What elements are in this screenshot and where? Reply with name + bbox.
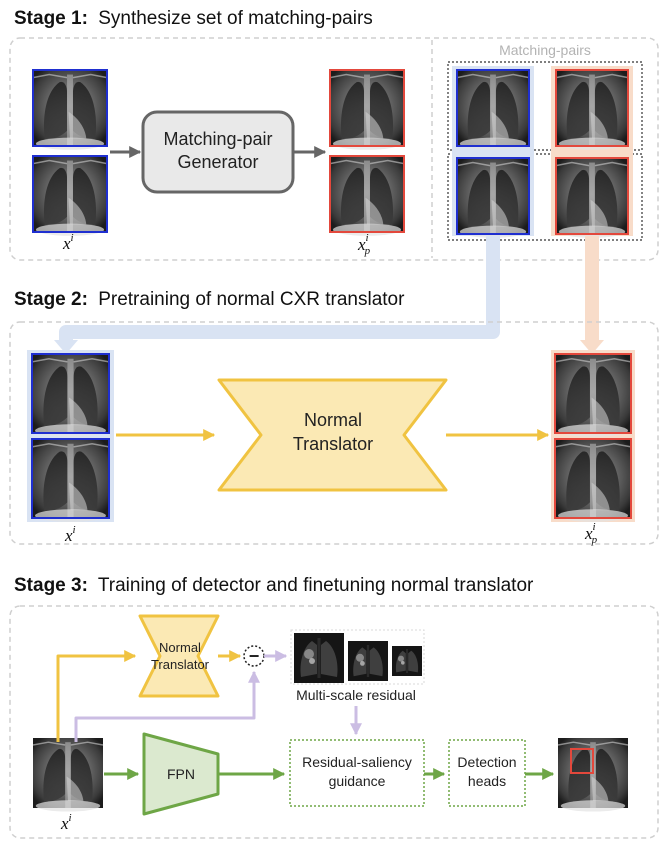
stage2-output-image-bottom <box>554 438 632 523</box>
stage1-output-image-top-frame <box>329 69 405 147</box>
normal-translator <box>217 378 448 492</box>
stage2-output-image-top-frame <box>554 353 632 434</box>
stage2-input-image-top-frame <box>31 353 110 434</box>
stage3-input-label: xi <box>60 812 72 833</box>
residual-image-small <box>392 646 422 676</box>
generator-label-line1: Matching-pair <box>163 129 272 149</box>
stage3-translator-label-line1: Normal <box>159 640 201 655</box>
stage3-heading: Stage 3: Training of detector and finetu… <box>14 575 534 596</box>
stage2-output-image-bottom-frame <box>554 438 632 519</box>
blue-feed-arrow <box>59 236 500 346</box>
pair-image-red-top-frame <box>555 69 629 147</box>
pair-image-red-bottom <box>555 157 629 239</box>
matching-pairs-label: Matching-pairs <box>499 42 591 58</box>
stage1-output-image-bottom-frame <box>329 155 405 233</box>
pair-image-blue-bottom <box>456 157 530 239</box>
pair-image-blue-top <box>456 69 530 151</box>
residual-image-medium <box>348 641 388 681</box>
stage2-input-image-bottom <box>31 438 110 523</box>
generator-label-line2: Generator <box>177 152 258 172</box>
stage3-translator-input-arrow <box>56 650 137 742</box>
heads-label-line1: Detection <box>457 754 516 770</box>
translator-label-line2: Translator <box>293 434 373 454</box>
residual-label: Multi-scale residual <box>296 687 416 703</box>
residual-saliency-guidance <box>289 739 425 807</box>
stage2-input-image-top <box>31 353 110 438</box>
pair-image-blue-top-frame <box>456 69 530 147</box>
stage3-translator-label-line2: Translator <box>151 657 210 672</box>
stage3-residual-input-arrow <box>74 670 260 742</box>
stage1-heading: Stage 1: Synthesize set of matching-pair… <box>14 8 373 29</box>
pair-image-red-top <box>555 69 629 151</box>
stage1-input-image-bottom <box>32 155 108 237</box>
peach-feed-arrowhead <box>580 340 604 354</box>
residual-image-large <box>294 633 344 683</box>
residual-container <box>290 629 425 685</box>
pair-image-blue-bottom-frame <box>456 157 530 235</box>
fpn-block <box>142 732 220 816</box>
stage1-output-image-bottom <box>329 155 405 237</box>
guidance-label-line1: Residual-saliency <box>302 754 412 770</box>
stage2-input-label: xi <box>64 524 76 545</box>
fpn-label: FPN <box>167 766 195 782</box>
stage1-input-image-top <box>32 69 108 151</box>
stage1-input-image-top-frame <box>32 69 108 147</box>
stage2-heading: Stage 2: Pretraining of normal CXR trans… <box>14 289 405 310</box>
pair-image-red-bottom-frame <box>555 157 629 235</box>
stage2-input-image-bottom-frame <box>31 438 110 519</box>
stage1-output-image-top <box>329 69 405 151</box>
blue-feed-arrowhead <box>54 340 78 354</box>
heads-label-line2: heads <box>468 773 506 789</box>
detection-bounding-box <box>570 748 594 774</box>
stage1-input-image-bottom-frame <box>32 155 108 233</box>
matching-pair-row-bottom <box>447 153 643 241</box>
stage3-normal-translator <box>138 614 220 698</box>
stage2-output-image-top <box>554 353 632 438</box>
stage3-input-image <box>32 737 104 813</box>
stage1-input-label: xi <box>62 232 74 253</box>
guidance-label-line2: guidance <box>329 773 386 789</box>
stage2-frame <box>9 321 659 545</box>
translator-label-line1: Normal <box>304 410 362 430</box>
stage1-frame <box>9 37 659 261</box>
subtraction-symbol: − <box>249 646 260 666</box>
matching-pair-row-top <box>447 61 643 151</box>
stage3-frame <box>9 605 659 839</box>
